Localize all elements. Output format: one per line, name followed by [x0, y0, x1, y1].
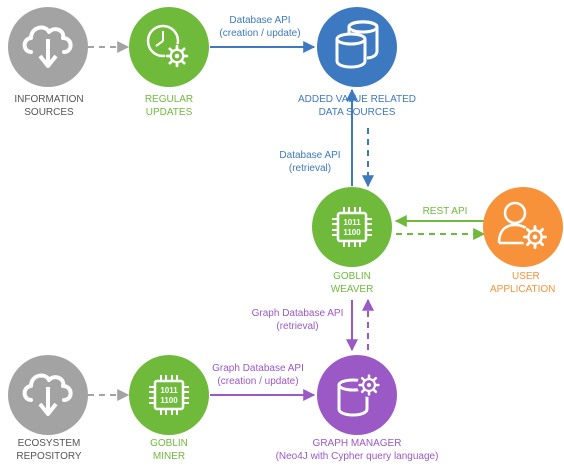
graph-manager-label: GRAPH MANAGER (Neo4J with Cypher query l…	[275, 438, 439, 462]
edge-label-db-api-creation: Database API (creation / update)	[219, 15, 301, 39]
clock-gear-icon	[146, 24, 189, 68]
goblin-weaver-node: 1011 1100	[312, 187, 392, 267]
chip-icon: 1011 1100	[147, 373, 191, 417]
added-value-label: ADDED VALUE RELATED DATA SOURCES	[298, 94, 416, 118]
chip-icon: 1011 1100	[330, 205, 374, 249]
graph-manager-node	[317, 355, 397, 435]
database-gear-icon	[337, 373, 381, 417]
chip-text-line1: 1011	[343, 218, 361, 227]
chip-text-line2: 1100	[160, 396, 178, 405]
ecosystem-repository-label: ECOSYSTEM REPOSITORY	[16, 438, 82, 462]
goblin-weaver-label: GOBLIN WEAVER	[330, 271, 374, 295]
regular-updates-label: REGULAR UPDATES	[144, 94, 194, 118]
goblin-miner-label: GOBLIN MINER	[150, 438, 188, 462]
ecosystem-repository-node	[8, 355, 88, 435]
user-gear-icon	[497, 201, 548, 250]
database-icon	[335, 20, 379, 69]
chip-text-line2: 1100	[343, 228, 361, 237]
user-application-label: USER APPLICATION	[490, 271, 556, 295]
edge-label-graph-db-api-creation: Graph Database API (creation / update)	[212, 363, 304, 387]
regular-updates-node	[129, 7, 209, 87]
added-value-node	[317, 7, 397, 87]
edge-label-rest-api: REST API	[422, 206, 468, 217]
information-sources-label: INFORMATION SOURCES	[14, 94, 84, 118]
user-application-node	[483, 187, 563, 267]
edge-label-db-api-retrieval: Database API (retrieval)	[279, 150, 341, 174]
chip-text-line1: 1011	[160, 386, 178, 395]
goblin-miner-node: 1011 1100	[129, 355, 209, 435]
information-sources-node	[8, 7, 88, 87]
edge-label-graph-db-api-retrieval: Graph Database API (retrieval)	[251, 308, 344, 332]
